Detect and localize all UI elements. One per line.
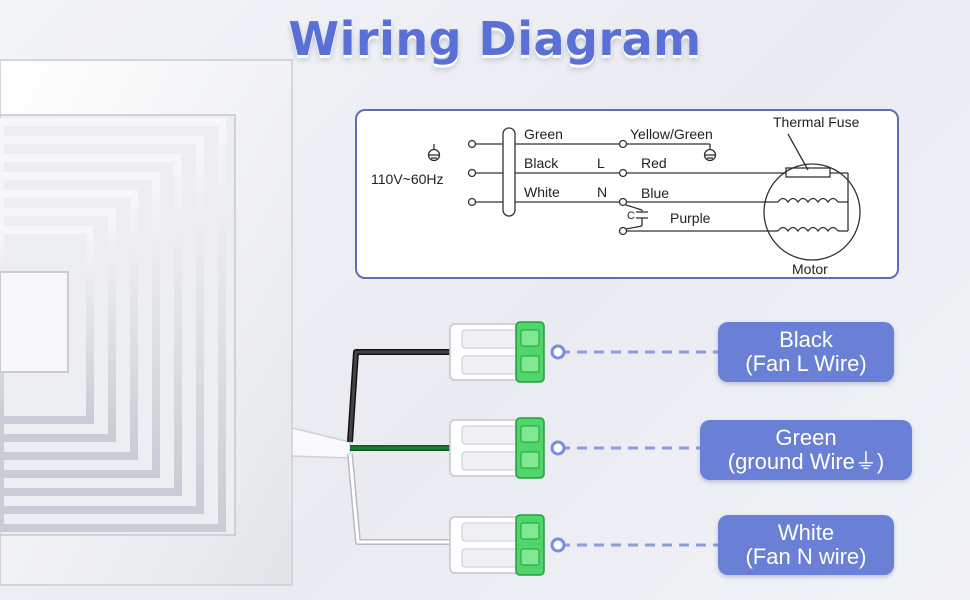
lead-label-blue: Blue — [641, 185, 669, 201]
callout-white-line1: White — [777, 520, 835, 545]
callout-white: White (Fan N wire) — [718, 515, 894, 575]
terminal-label-n: N — [597, 184, 607, 200]
motor-label: Motor — [792, 261, 828, 277]
callout-green-line1: Green — [775, 425, 837, 450]
capacitor-label: C — [627, 210, 635, 222]
callout-black-line1: Black — [779, 327, 833, 352]
page-title: Wiring Diagram — [288, 12, 702, 66]
connector-black — [449, 321, 545, 383]
wire-label-white: White — [524, 184, 560, 200]
callout-green: Green (ground Wire⏚) — [700, 420, 912, 480]
callout-black-line2: (Fan L Wire) — [745, 351, 867, 376]
wire-label-green: Green — [524, 126, 563, 142]
lead-label-purple: Purple — [670, 210, 711, 226]
schematic-border — [355, 109, 899, 279]
callout-green-line2: (ground Wire⏚) — [727, 449, 885, 474]
connector-white — [449, 514, 545, 576]
lead-label-yellow-green: Yellow/Green — [630, 126, 713, 142]
grille-slats — [0, 118, 226, 532]
wire-label-black: Black — [524, 155, 559, 171]
callout-black: Black (Fan L Wire) — [718, 322, 894, 382]
pointer-dots — [550, 344, 566, 553]
pointer-lines — [560, 350, 718, 547]
connector-green — [449, 417, 545, 479]
voltage-label: 110V~60Hz — [371, 171, 444, 187]
thermal-fuse-label: Thermal Fuse — [773, 114, 860, 130]
callout-white-line2: (Fan N wire) — [745, 544, 867, 569]
lead-label-red: Red — [641, 155, 667, 171]
terminal-label-l: L — [597, 155, 605, 171]
